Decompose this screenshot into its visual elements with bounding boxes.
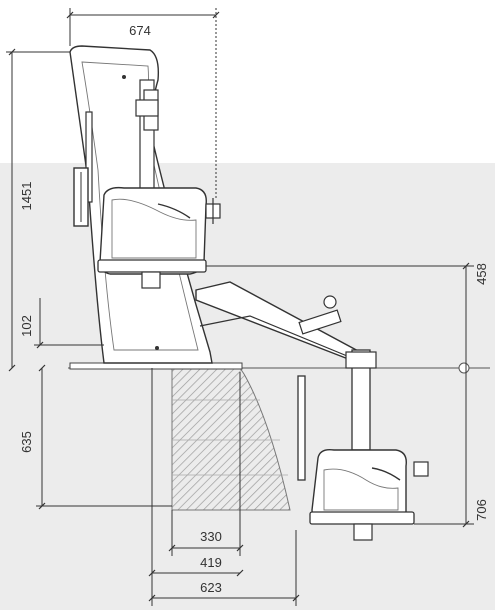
dim-label-top-width: 674: [129, 23, 151, 38]
back-bolt: [155, 346, 159, 350]
lift-arm-lower: [199, 315, 353, 359]
lower-column-joint: [345, 351, 377, 369]
lower-seat-inner: [323, 468, 399, 511]
dimension-lines: [6, 8, 474, 606]
back-bolt: [122, 75, 126, 79]
lower-seat-strap: [371, 467, 401, 481]
base-plate: [69, 362, 243, 370]
dimension-ticks: [8, 11, 470, 602]
lower-seat-foot: [353, 523, 373, 541]
side-rail: [85, 111, 93, 203]
pit-foundation: [171, 367, 291, 511]
upper-seat-pan: [97, 259, 207, 273]
dim-label-total-height: 1451: [19, 182, 34, 211]
lower-seat-pivot: [458, 362, 470, 374]
lower-seat-pan: [309, 511, 415, 525]
lower-seat: [311, 448, 407, 523]
arm-actuator-cap: [323, 295, 337, 309]
side-pole: [297, 375, 306, 481]
dim-label-floor-depth: 635: [19, 431, 34, 453]
lower-seat-knob: [413, 461, 429, 477]
arm-actuator: [298, 309, 342, 335]
upper-seat-foot: [141, 271, 161, 289]
dim-label-right-upper: 458: [474, 263, 489, 285]
dim-label-right-lower: 706: [474, 499, 489, 521]
dim-label-bottom-419: 419: [200, 555, 222, 570]
dim-label-bottom-623: 623: [200, 580, 222, 595]
upper-seat-strap: [157, 203, 191, 219]
upper-seat-inner: [111, 198, 197, 259]
mast-clamp: [135, 99, 159, 117]
dim-label-bottom-330: 330: [200, 529, 222, 544]
dim-label-seat-step: 102: [19, 315, 34, 337]
